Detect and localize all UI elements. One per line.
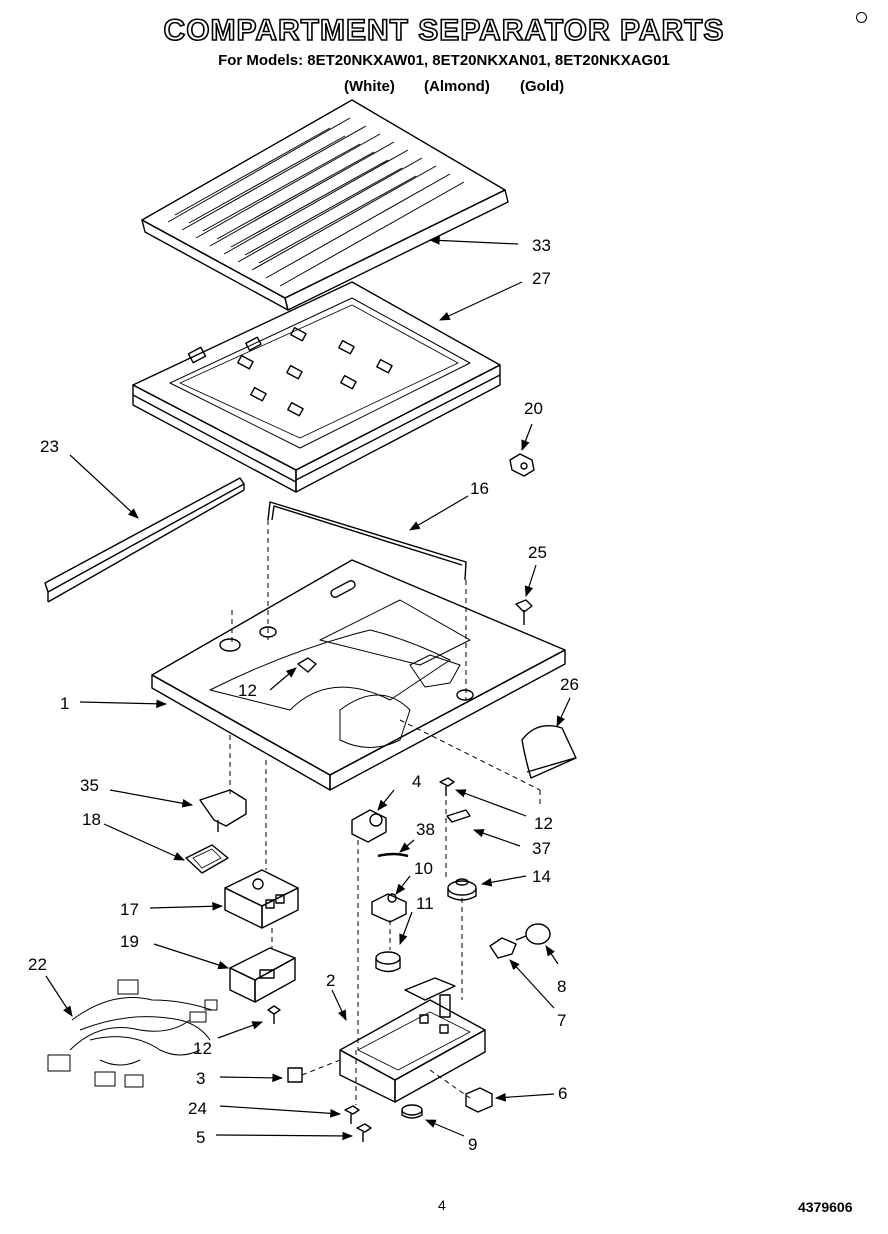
callout-35: 35 (80, 776, 99, 795)
callout-12-lower: 12 (193, 1039, 212, 1058)
callout-1: 1 (60, 694, 69, 713)
callout-23: 23 (40, 437, 59, 456)
assembly-lines (229, 520, 541, 1105)
part-38-tube (377, 852, 409, 858)
part-7-socket (489, 937, 517, 959)
callout-3: 3 (196, 1069, 205, 1088)
part-5-screw (356, 1123, 372, 1142)
callout-17: 17 (120, 900, 139, 919)
callout-6: 6 (558, 1084, 567, 1103)
part-3-connector (287, 1067, 303, 1083)
callout-12-right: 12 (534, 814, 553, 833)
part-9-nut (401, 1104, 423, 1119)
part-1-base-plate (151, 559, 566, 791)
part-10-switch (371, 893, 407, 923)
callout-12-upper: 12 (238, 681, 257, 700)
corner-mark (856, 12, 867, 23)
document-code: 4379606 (798, 1199, 853, 1215)
part-24-screw (344, 1105, 360, 1124)
models-line: For Models: 8ET20NKXAW01, 8ET20NKXAN01, … (218, 52, 670, 69)
part-8-bulb (515, 923, 551, 945)
part-12-screw-lower (267, 1005, 281, 1024)
leader-arrows (45, 236, 571, 1141)
part-2-control-bracket (339, 977, 486, 1103)
page-title: COMPARTMENT SEPARATOR PARTS (163, 13, 725, 48)
part-18-bezel (185, 844, 229, 874)
part-37-clip (446, 809, 471, 823)
part-27-separator-frame (132, 281, 501, 493)
callout-16: 16 (470, 479, 489, 498)
callout-20: 20 (524, 399, 543, 418)
callout-4: 4 (412, 772, 421, 791)
part-12-screw-right (439, 777, 455, 796)
page-number: 4 (438, 1197, 446, 1213)
callout-11: 11 (416, 894, 434, 913)
callout-8: 8 (557, 977, 566, 996)
part-6-plug (465, 1087, 493, 1113)
part-19-cover-plate (229, 947, 296, 1003)
callout-37: 37 (532, 839, 551, 858)
callout-19: 19 (120, 932, 139, 951)
color-gold: (Gold) (520, 78, 565, 95)
color-white: (White) (344, 78, 395, 95)
part-26-bracket (521, 725, 577, 779)
callout-27: 27 (532, 269, 551, 288)
callout-2: 2 (326, 971, 335, 990)
callout-9: 9 (468, 1135, 477, 1154)
part-17-control-housing (224, 869, 299, 929)
callout-26: 26 (560, 675, 579, 694)
part-35-knob (199, 789, 247, 832)
part-25-screw (515, 599, 533, 625)
callout-33: 33 (532, 236, 551, 255)
part-4-thermostat (351, 809, 387, 843)
part-22-wire-harness (47, 979, 218, 1088)
callout-7: 7 (557, 1011, 566, 1030)
part-14-knob (447, 878, 477, 901)
color-almond: (Almond) (424, 78, 490, 95)
callout-24: 24 (188, 1099, 207, 1118)
callout-14: 14 (532, 867, 551, 886)
part-33-grille (141, 99, 509, 311)
callout-10: 10 (414, 859, 433, 878)
part-16-rod (267, 501, 467, 581)
part-12-screw-upper (297, 657, 317, 673)
callout-38: 38 (416, 820, 435, 839)
part-11-knob (375, 951, 401, 973)
callout-5: 5 (196, 1128, 205, 1147)
part-20-clip (509, 453, 535, 477)
callout-22: 22 (28, 955, 47, 974)
callout-25: 25 (528, 543, 547, 562)
callout-18: 18 (82, 810, 101, 829)
part-23-trim-strip (44, 477, 245, 603)
